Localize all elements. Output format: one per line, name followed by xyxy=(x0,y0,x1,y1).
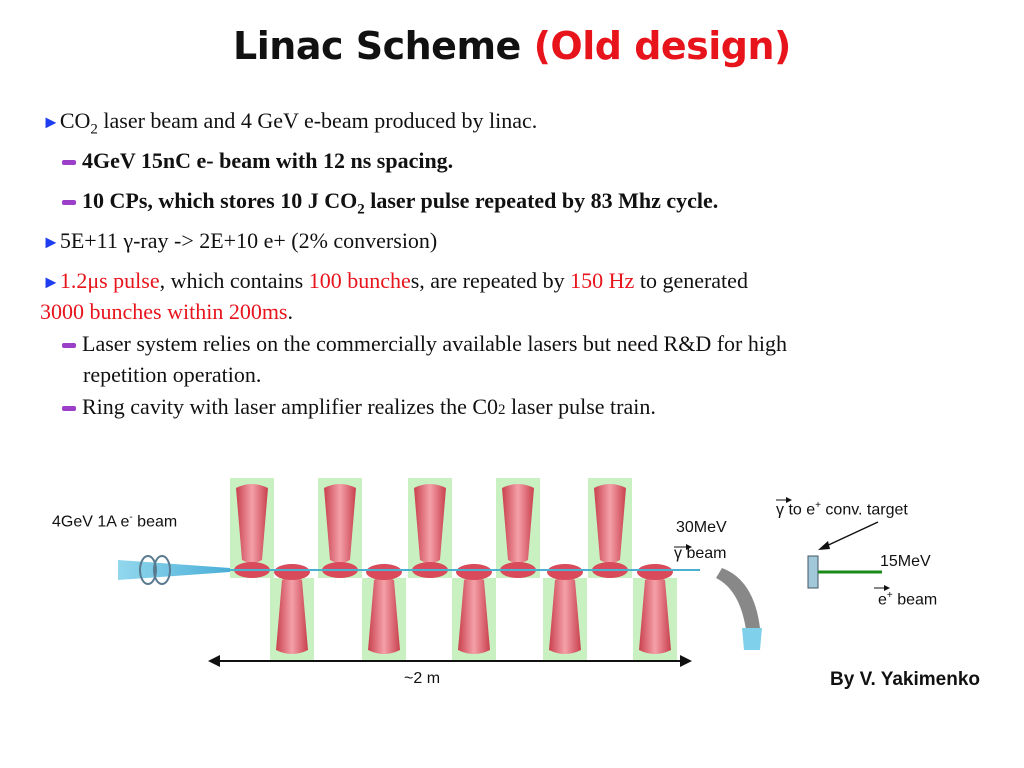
sub-bullet-4: Ring cavity with laser amplifier realize… xyxy=(62,394,656,420)
upper-laser-cavities xyxy=(230,478,632,578)
positron-beam-label: e+ beam xyxy=(878,590,938,609)
dash-bullet-icon xyxy=(62,200,76,206)
sub-bullet-3: Laser system relies on the commercially … xyxy=(62,331,787,357)
triangle-bullet-icon: ► xyxy=(42,232,60,252)
electron-beam xyxy=(118,555,700,585)
lower-laser-cavities xyxy=(270,577,677,662)
gamma-beam-label: γ beam xyxy=(674,545,727,562)
title-highlight: (Old design) xyxy=(533,24,792,68)
sub-bullet-2: 10 CPs, which stores 10 J CO2 laser puls… xyxy=(62,188,718,218)
triangle-bullet-icon: ► xyxy=(42,112,60,132)
dash-bullet-icon xyxy=(62,406,76,412)
bullet-3: ►1.2μs pulse, which contains 100 bunches… xyxy=(42,268,748,293)
triangle-bullet-icon: ► xyxy=(42,272,60,292)
author-credit: By V. Yakimenko xyxy=(830,669,980,690)
dash-bullet-icon xyxy=(62,343,76,349)
dash-bullet-icon xyxy=(62,160,76,166)
title-main: Linac Scheme xyxy=(233,24,534,68)
positron-energy-label: 15MeV xyxy=(880,553,931,570)
bullet-2: ►5E+11 γ-ray -> 2E+10 e+ (2% conversion) xyxy=(42,228,438,253)
bending-magnet xyxy=(716,568,762,650)
bullet-1: ►CO2 laser beam and 4 GeV e-beam produce… xyxy=(42,108,538,138)
length-label: ~2 m xyxy=(404,670,441,687)
gamma-energy-label: 30MeV xyxy=(676,519,727,536)
length-dimension-arrow xyxy=(208,655,692,667)
ebeam-label: 4GeV 1A e- beam xyxy=(52,512,178,531)
target-pointer-arrow xyxy=(821,521,879,549)
sub-bullet-3-continued: repetition operation. xyxy=(83,362,262,387)
slide-title: Linac Scheme (Old design) xyxy=(0,24,1024,68)
bullet-3-continued: 3000 bunches within 200ms. xyxy=(40,299,293,324)
sub-bullet-1: 4GeV 15nC e- beam with 12 ns spacing. xyxy=(62,148,453,174)
conversion-target xyxy=(807,555,819,589)
target-label: γ to e+ conv. target xyxy=(776,500,908,519)
